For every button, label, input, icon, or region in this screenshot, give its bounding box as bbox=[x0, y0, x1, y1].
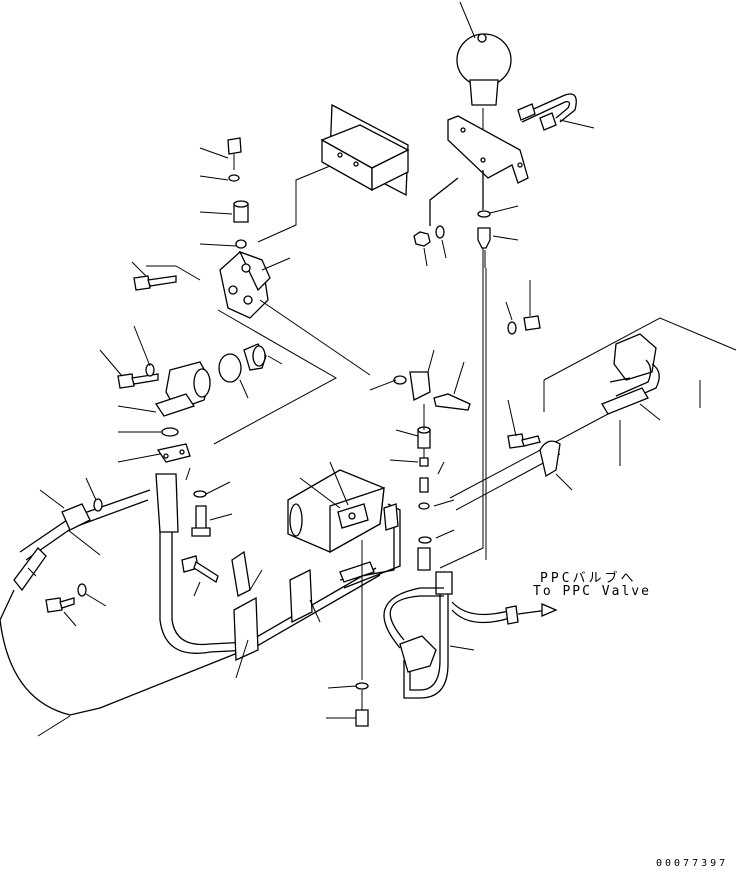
elbow-assembly bbox=[99, 309, 338, 481]
bolt-left bbox=[131, 261, 201, 291]
pipe-assembly-left bbox=[0, 473, 381, 737]
fittings-top bbox=[413, 170, 519, 268]
document-number: 00077397 bbox=[656, 858, 729, 869]
u-tube bbox=[517, 93, 595, 131]
valve-block bbox=[257, 103, 410, 243]
cylinder-body bbox=[287, 461, 401, 680]
clamps bbox=[231, 550, 321, 679]
valve-stack bbox=[199, 137, 371, 376]
bolt-bottom-center bbox=[326, 682, 369, 727]
fittings-column bbox=[369, 248, 487, 571]
ppc-valve-label-jp: PPCバルブへ bbox=[540, 571, 637, 586]
bolts-center bbox=[181, 481, 233, 597]
right-tank bbox=[449, 317, 737, 511]
hose-assembly-right bbox=[383, 571, 558, 699]
clip-right bbox=[507, 399, 573, 491]
bolt-upper-right bbox=[505, 280, 541, 335]
bolt-lower-left bbox=[45, 583, 107, 627]
ppc-valve-label-en: To PPC Valve bbox=[533, 584, 651, 599]
accumulator bbox=[456, 1, 512, 150]
mounting-bracket bbox=[447, 115, 529, 184]
